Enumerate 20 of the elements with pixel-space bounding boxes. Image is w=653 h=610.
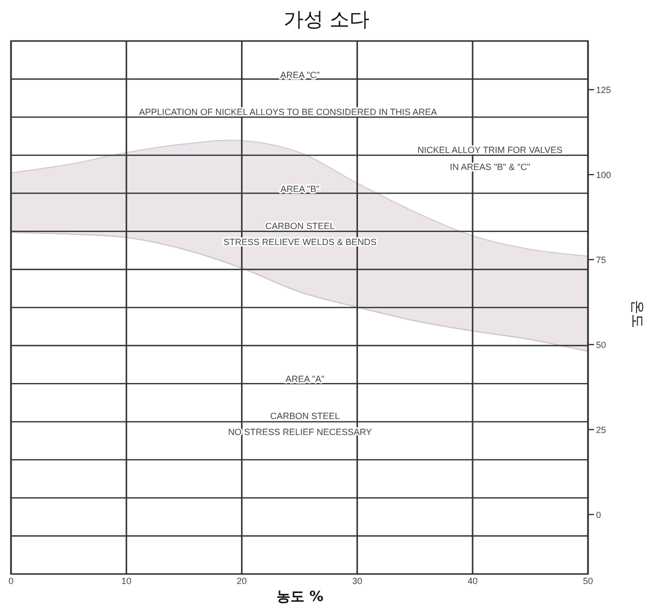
x-tick-label: 10 xyxy=(121,576,132,586)
area-annotation: AREA "B" xyxy=(280,184,320,194)
y-tick-label: 100 xyxy=(596,170,612,180)
area-annotation: AREA "C" xyxy=(280,70,320,80)
y-tick-label: 50 xyxy=(596,340,606,350)
x-tick-label: 50 xyxy=(583,576,593,586)
area-annotation: CARBON STEEL xyxy=(270,411,340,421)
chart-title: 가성 소다 xyxy=(282,6,371,33)
y-tick-label: 0 xyxy=(596,510,602,520)
y-axis-label: 온도 xyxy=(628,300,646,328)
x-axis-label: 농도 % xyxy=(276,588,324,606)
y-tick-label: 75 xyxy=(596,255,606,266)
y-tick-label: 25 xyxy=(596,425,606,436)
area-annotation: CARBON STEEL xyxy=(265,221,335,231)
x-tick-label: 0 xyxy=(8,576,14,586)
y-tick-label: 125 xyxy=(596,85,612,96)
x-tick-label: 40 xyxy=(468,576,478,586)
x-tick-label: 30 xyxy=(352,576,362,586)
x-tick-label: 20 xyxy=(236,576,247,586)
area-annotation: AREA "A" xyxy=(286,374,324,384)
